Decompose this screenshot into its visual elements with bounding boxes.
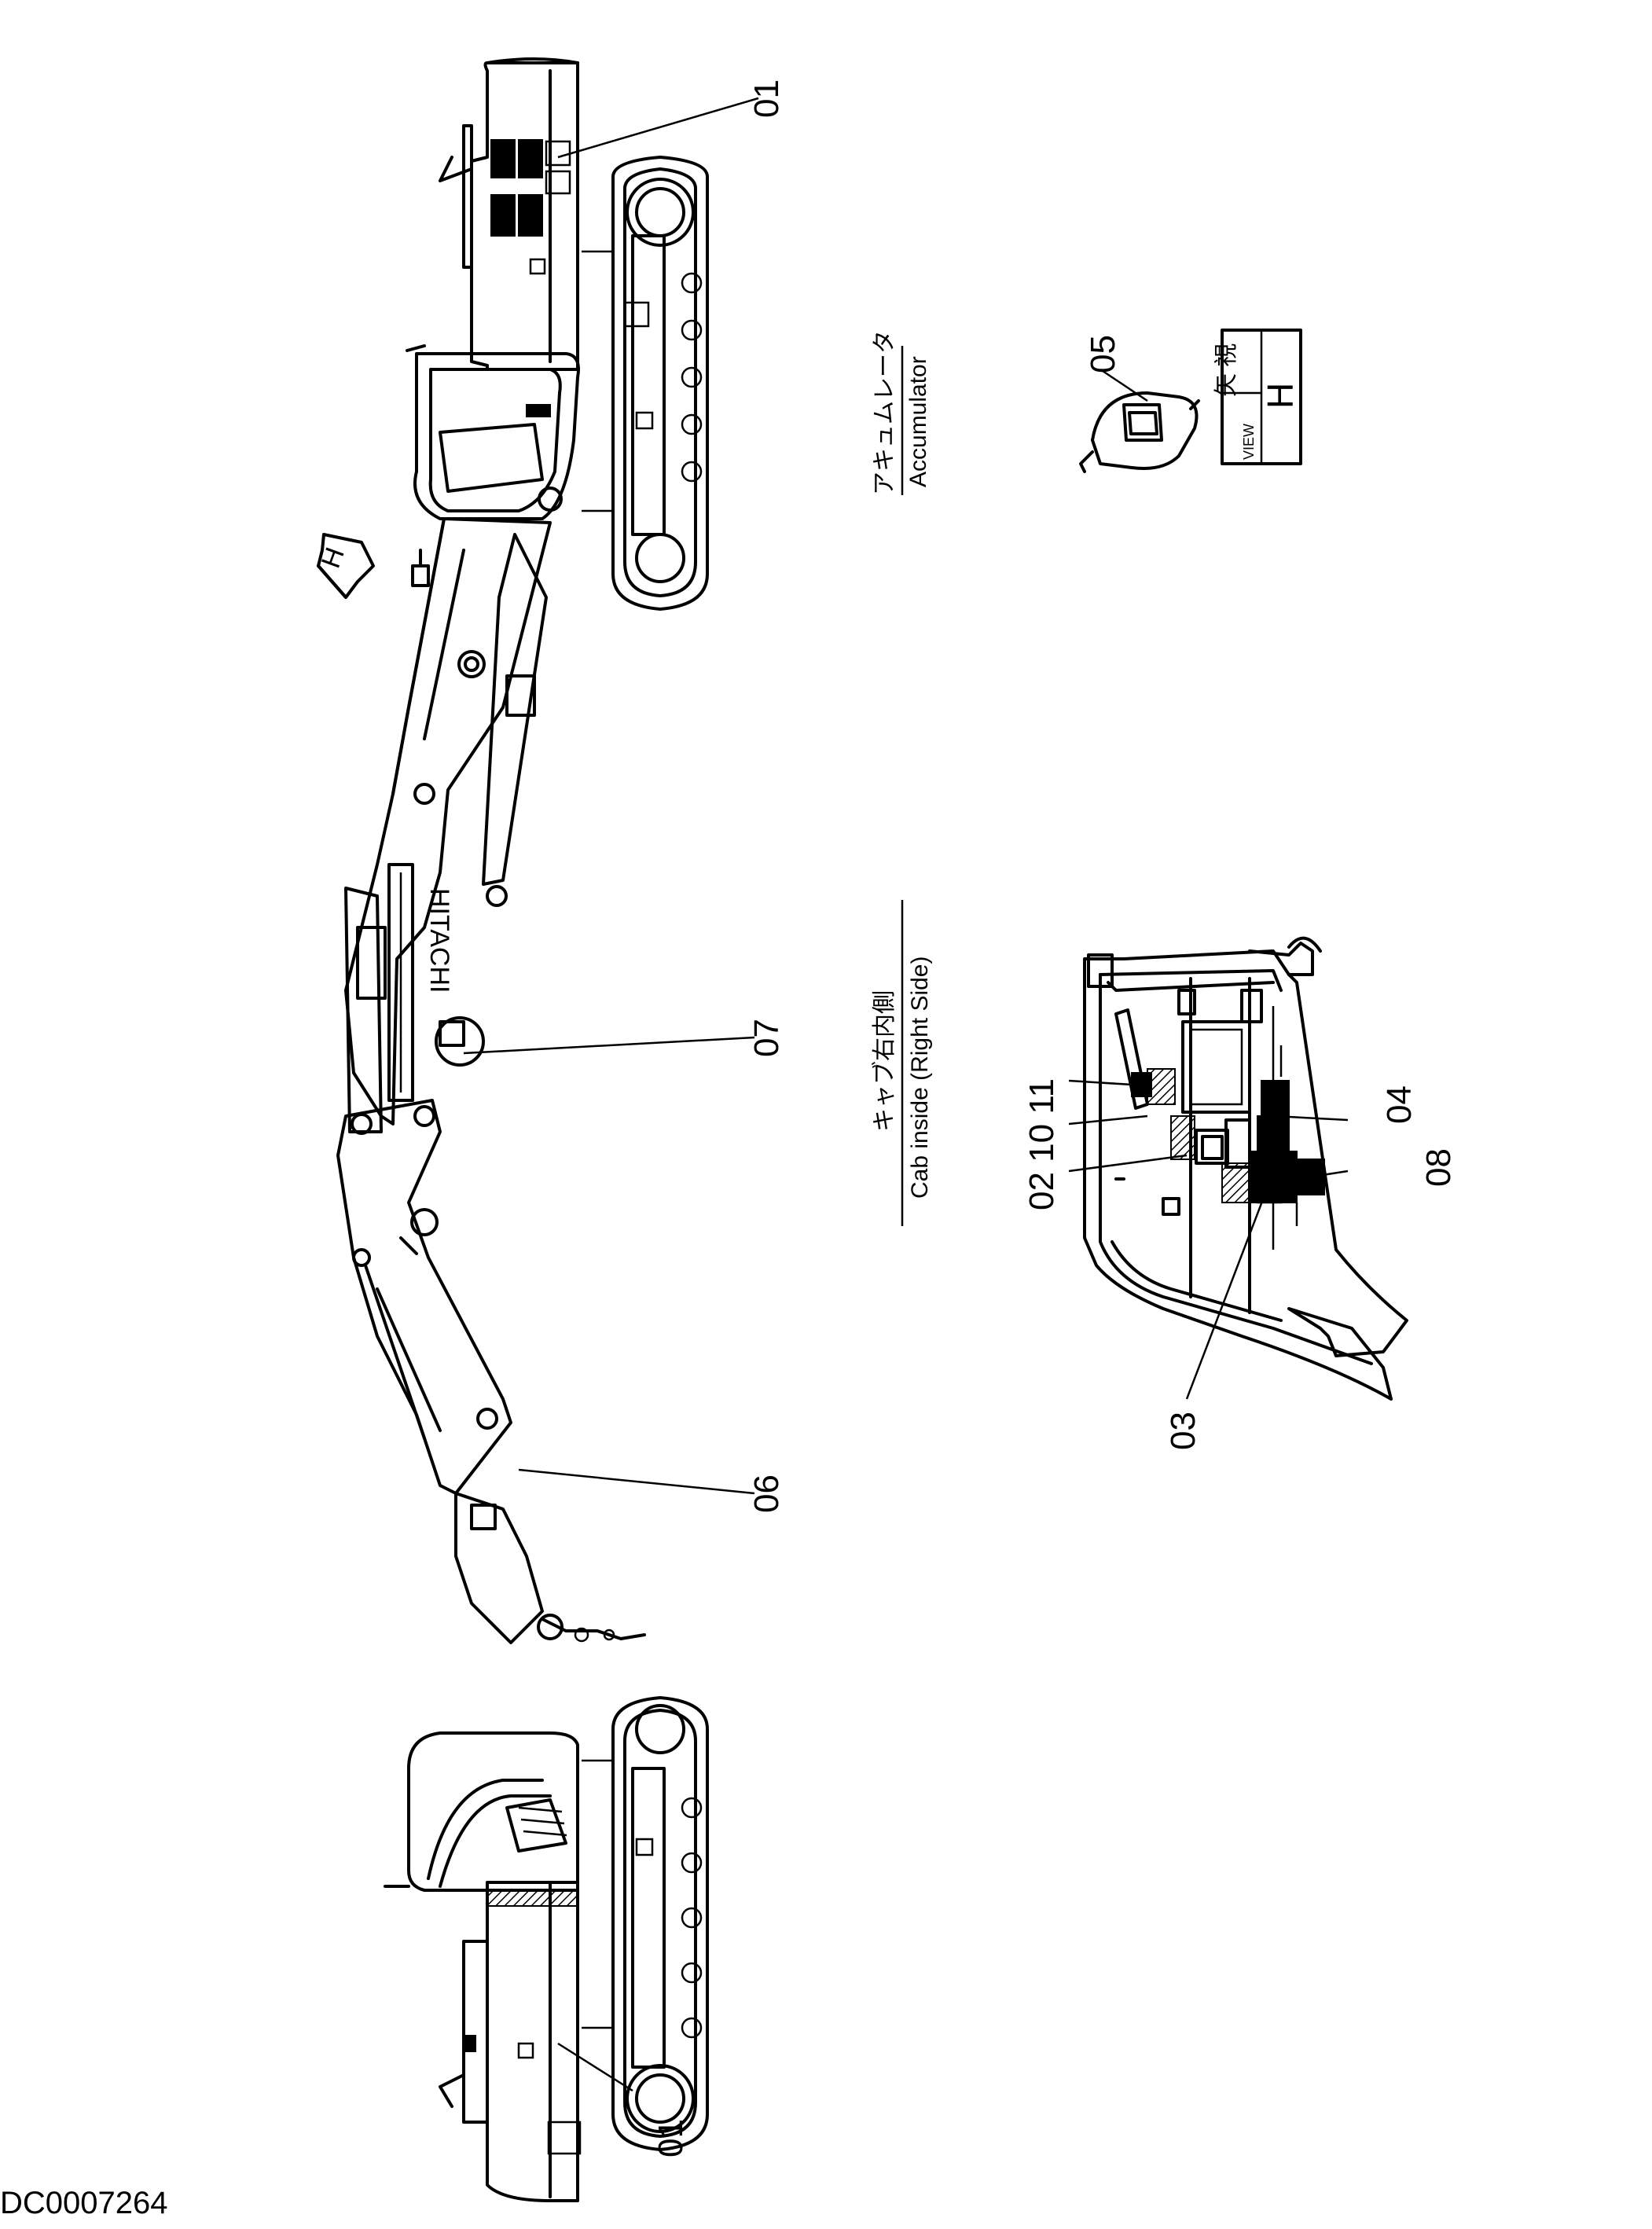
view-arrow-h: H (316, 533, 375, 599)
view-box-en: VIEW (1241, 424, 1257, 460)
boom-brand-text: HITACHI (424, 888, 454, 993)
callout-03: 03 (1164, 1412, 1202, 1450)
excavator-bottom-view (384, 1696, 709, 2202)
view-box-letter: H (1260, 383, 1301, 409)
callout-numbers: 01 01 05 06 07 02 10 11 04 08 03 (652, 79, 1458, 2157)
callout-06: 06 (747, 1474, 786, 1513)
callout-04: 04 (1380, 1085, 1419, 1124)
excavator-top-view (406, 57, 709, 611)
leader-lines (463, 97, 1349, 2092)
caption-accumulator: アキュムレータ Accumulator (872, 330, 931, 495)
caption-accumulator-en: Accumulator (905, 356, 931, 487)
accumulator-detail (1079, 391, 1200, 473)
caption-cab-inside-jp: キャブ右内側 (872, 990, 898, 1132)
caption-accumulator-jp: アキュムレータ (872, 330, 898, 495)
callout-05: 05 (1084, 335, 1122, 373)
callout-01-bottom: 01 (652, 2119, 690, 2157)
document-id: DC0007264 (0, 2186, 168, 2220)
boom-and-arm: HITACHI (336, 517, 646, 1644)
callout-01-top: 01 (747, 79, 786, 118)
caption-cab-inside: キャブ右内側 Cab inside (Right Side) (872, 900, 933, 1226)
callout-07: 07 (747, 1019, 786, 1057)
callout-08: 08 (1419, 1148, 1458, 1187)
callout-02-10-11: 02 10 11 (1022, 1078, 1061, 1210)
cab-inside-detail (1083, 936, 1408, 1401)
view-box-jp: 矢 視 (1213, 343, 1239, 397)
caption-cab-inside-en: Cab inside (Right Side) (907, 957, 933, 1199)
view-h-box: 矢 視 VIEW H (1213, 329, 1302, 465)
